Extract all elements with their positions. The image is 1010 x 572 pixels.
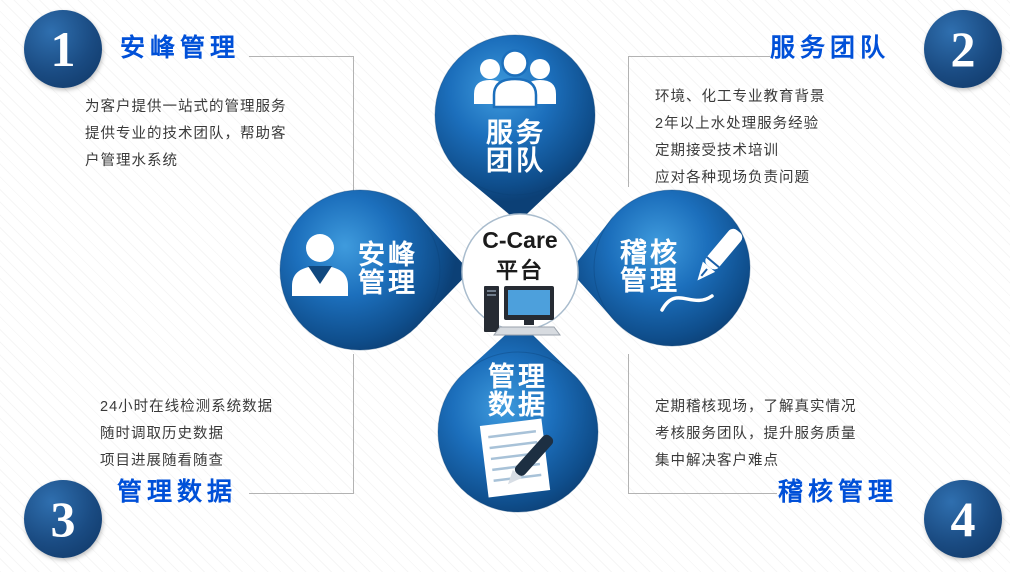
text-line: 集中解决客户难点 xyxy=(655,453,779,469)
number-3-label: 3 xyxy=(50,491,76,547)
text-line: 环境、化工专业教育背景 xyxy=(655,89,826,105)
text-line: 2年以上水处理服务经验 xyxy=(655,116,820,132)
text-line: 提供专业的技术团队，帮助客 xyxy=(85,126,287,142)
section-body-audit: 定期稽核现场，了解真实情况 考核服务团队，提升服务质量 集中解决客户难点 xyxy=(655,394,857,475)
petal-bottom-label-line2: 数据 xyxy=(488,390,548,420)
center-platform: C-Care 平台 xyxy=(461,213,579,336)
fountain-pen-icon xyxy=(660,228,743,312)
desktop-computer-icon xyxy=(484,286,561,336)
team-people-icon xyxy=(474,49,556,109)
text-line: 定期稽核现场，了解真实情况 xyxy=(655,399,857,415)
badge-number-1: 1 xyxy=(24,10,102,88)
text-line: 考核服务团队，提升服务质量 xyxy=(655,426,857,442)
document-pen-icon xyxy=(479,418,554,498)
petal-top-label-line1: 服务 xyxy=(486,118,546,148)
petal-data: 管理 数据 xyxy=(437,322,599,513)
connector-data xyxy=(249,354,354,494)
section-body-data: 24小时在线检测系统数据 随时调取历史数据 项目进展随看随查 xyxy=(100,394,273,475)
center-subtitle: 平台 xyxy=(496,258,544,283)
connector-service-team xyxy=(628,56,770,187)
section-title-service-team: 服务团队 xyxy=(770,34,891,62)
petal-service-team: 服务 团队 xyxy=(434,34,596,222)
section-title-data: 管理数据 xyxy=(117,478,238,506)
petal-anfeng: 安峰 管理 xyxy=(279,189,470,351)
text-line: 定期接受技术培训 xyxy=(655,143,779,159)
manager-person-icon xyxy=(292,234,348,296)
number-4-label: 4 xyxy=(950,491,976,547)
petal-bottom-label-line1: 管理 xyxy=(488,362,548,392)
badge-number-3: 3 xyxy=(24,480,102,558)
petal-left-label-line1: 安峰 xyxy=(358,240,418,270)
connector-audit xyxy=(628,354,777,494)
badge-number-2: 2 xyxy=(924,10,1002,88)
petal-right-label-line1: 稽核 xyxy=(620,237,680,268)
text-line: 24小时在线检测系统数据 xyxy=(100,399,274,415)
text-line: 随时调取历史数据 xyxy=(100,426,224,442)
section-body-service-team: 环境、化工专业教育背景 2年以上水处理服务经验 定期接受技术培训 应对各种现场负… xyxy=(655,84,826,192)
number-2-label: 2 xyxy=(950,21,976,77)
text-line: 户管理水系统 xyxy=(85,153,178,169)
text-line: 应对各种现场负责问题 xyxy=(655,170,810,186)
badge-number-4: 4 xyxy=(924,480,1002,558)
connector-anfeng xyxy=(249,56,354,191)
petal-left-label-line2: 管理 xyxy=(358,268,418,298)
section-title-anfeng: 安峰管理 xyxy=(120,34,241,62)
number-1-label: 1 xyxy=(50,21,76,77)
clover-diagram: 服务 团队 安峰 管理 xyxy=(279,34,751,513)
center-title: C-Care xyxy=(482,227,557,253)
petal-audit: 稽核 管理 xyxy=(570,189,751,347)
petal-right-label-line2: 管理 xyxy=(620,266,680,296)
section-body-anfeng: 为客户提供一站式的管理服务 提供专业的技术团队，帮助客 户管理水系统 xyxy=(85,94,287,175)
section-title-audit: 稽核管理 xyxy=(778,478,899,506)
petal-top-label-line2: 团队 xyxy=(486,146,546,176)
text-line: 为客户提供一站式的管理服务 xyxy=(85,99,287,115)
text-line: 项目进展随看随查 xyxy=(100,453,224,469)
